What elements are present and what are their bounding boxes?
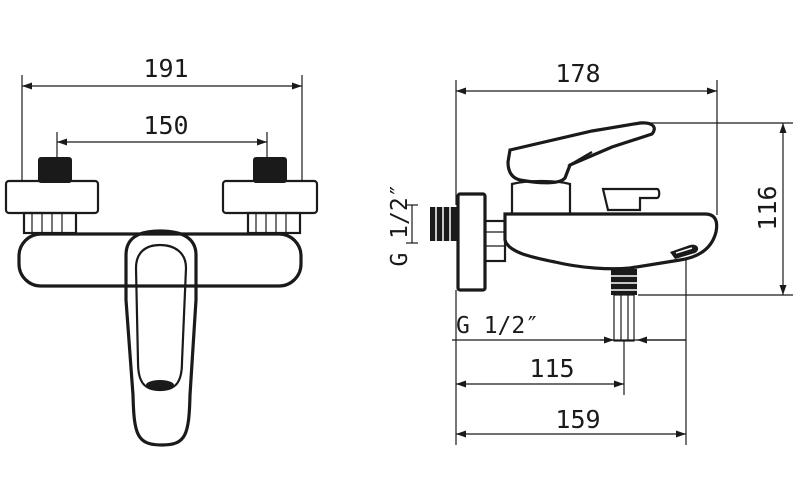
spout-aerator xyxy=(670,244,699,259)
outlet-thread-label: G 1/2″ xyxy=(456,313,539,339)
inlet-thread-label: G 1/2″ xyxy=(387,183,413,266)
wall-flange xyxy=(456,192,487,292)
handle-spacing-label: 150 xyxy=(143,111,188,140)
side-connector xyxy=(483,219,507,263)
inlet-stub xyxy=(430,207,458,241)
outlet-stub xyxy=(611,269,637,342)
dimension-spout-offset: 115 xyxy=(455,290,625,445)
mixer-body xyxy=(17,232,303,288)
spout-reach-label: 159 xyxy=(555,405,600,434)
dimension-overall-width: 191 xyxy=(21,54,303,180)
height-label: 116 xyxy=(753,185,782,230)
spout-offset-label: 115 xyxy=(529,354,574,383)
overall-width-label: 191 xyxy=(143,54,188,83)
dimension-overall-depth: 178 xyxy=(455,59,718,215)
dimension-handle-spacing: 150 xyxy=(56,111,268,160)
dimension-height: 116 xyxy=(638,122,793,296)
side-lever-handle xyxy=(506,121,656,185)
side-body xyxy=(503,212,719,271)
left-connector xyxy=(4,157,100,235)
side-view: 178 116 G 1/2″ xyxy=(387,59,793,445)
right-connector xyxy=(221,157,319,235)
front-lever xyxy=(124,229,198,447)
overall-depth-label: 178 xyxy=(555,59,600,88)
outlet-thread-callout: G 1/2″ xyxy=(452,313,686,344)
diverter-knob xyxy=(601,187,661,212)
front-view: 191 150 xyxy=(4,54,319,447)
cartridge-column xyxy=(510,179,572,216)
dimension-spout-reach: 159 xyxy=(456,260,687,445)
